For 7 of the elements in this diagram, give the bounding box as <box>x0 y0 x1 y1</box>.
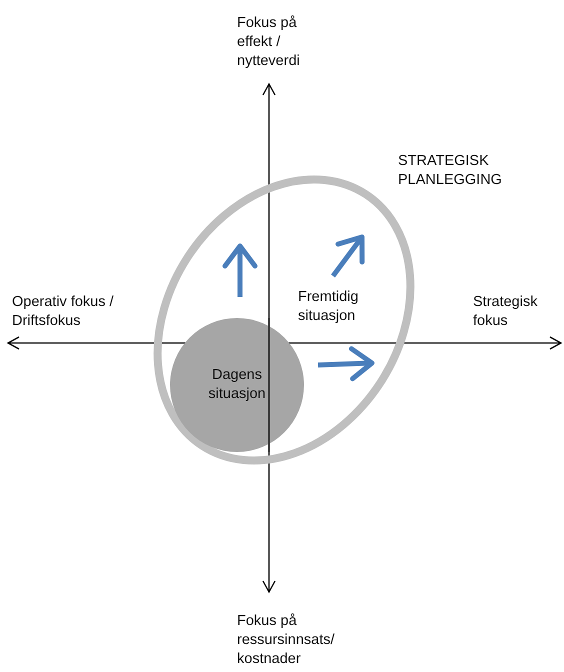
axis-label: Strategisk fokus <box>473 293 538 331</box>
ellipse-heading: STRATEGISK PLANLEGGING <box>398 152 503 190</box>
axis-label: Operativ fokus / Driftsfokus <box>12 293 115 331</box>
axis-label: Fokus på effekt / nytteverdi <box>237 14 301 71</box>
circle-text: Dagens situasjon <box>207 366 267 404</box>
axis-label: Fokus på ressursinnsats/ kostnader <box>237 612 336 669</box>
ellipse-text: Fremtidig situasjon <box>298 288 360 326</box>
